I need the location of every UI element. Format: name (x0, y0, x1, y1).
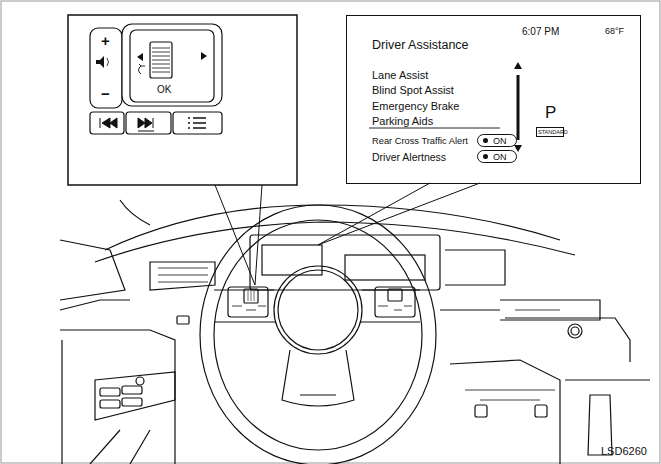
menu-item: Rear Cross Traffic Alert (372, 137, 468, 146)
menu-item: Driver Alertness (372, 152, 446, 163)
screen-title: Driver Assistance (372, 39, 469, 52)
ok-button-label: OK (157, 85, 171, 95)
display-callout: Driver Assistance 6:07 PM 68°F Lane AssistB… (346, 15, 641, 184)
volume-up: + (101, 33, 110, 48)
node-text: ON (493, 153, 507, 162)
menu-item: Parking Aids (372, 116, 433, 127)
menu-item: Emergency Brake (372, 101, 459, 112)
mode-badge: STANDARD (536, 127, 564, 137)
clock: 6:07 PM (522, 27, 559, 37)
figure-code: LSD6260 (601, 446, 647, 457)
toggle-dot (483, 154, 488, 159)
toggle-dot (483, 138, 488, 143)
node-text: STANDARD (538, 130, 568, 136)
volume-down: − (101, 86, 110, 101)
menu-item: Blind Spot Assist (372, 85, 454, 96)
temperature: 68°F (605, 27, 624, 36)
node-text: ON (493, 137, 507, 146)
toggle-switch: ON (477, 150, 517, 163)
gear-indicator: P (545, 104, 556, 121)
toggle-switch: ON (477, 134, 517, 147)
menu-item: Lane Assist (372, 70, 428, 81)
